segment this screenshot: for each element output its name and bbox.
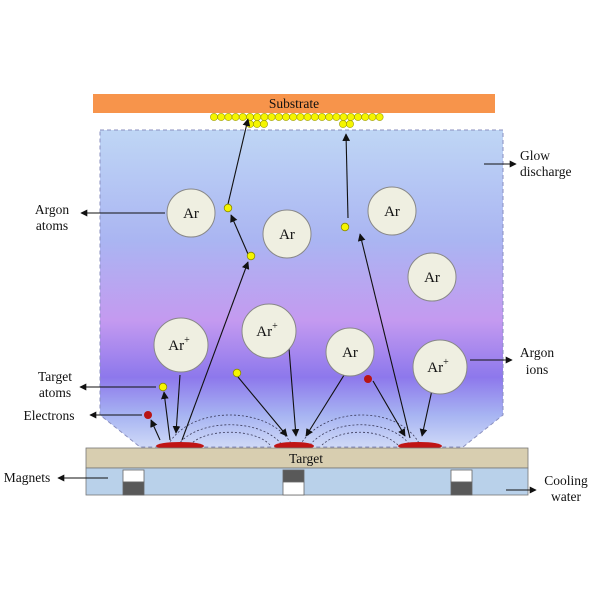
deposited-atom (260, 120, 268, 128)
substrate-label: Substrate (269, 96, 319, 111)
deposited-atoms (210, 113, 384, 128)
electrons-label: Electrons (24, 408, 75, 423)
svg-text:Ar+: Ar+ (168, 335, 190, 354)
electrons (144, 375, 372, 419)
particle-trajectories (150, 118, 433, 441)
svg-text:Ar: Ar (279, 227, 295, 243)
deposited-atom (296, 113, 305, 121)
argon-atom: Ar (407, 252, 457, 302)
deposited-atom (231, 113, 240, 121)
label-arrows (57, 160, 537, 494)
deposited-atom (253, 113, 262, 121)
argon-atom: Ar (325, 327, 375, 377)
deposited-atom (267, 113, 276, 121)
deposited-atom (274, 113, 283, 121)
deposited-atom (339, 120, 347, 128)
deposited-atom (210, 113, 218, 121)
deposited-atom (303, 113, 312, 121)
deposited-atom (289, 113, 298, 121)
deposited-atom (325, 113, 334, 121)
svg-text:Ar: Ar (183, 206, 199, 222)
svg-text:Ar: Ar (384, 204, 400, 220)
svg-text:Ar: Ar (342, 345, 358, 361)
deposited-atom (346, 120, 354, 128)
target-atoms (158, 203, 350, 392)
deposited-atom (346, 113, 355, 121)
argon-atom: Ar (367, 186, 417, 236)
deposited-atom (332, 113, 341, 121)
deposited-atom (224, 113, 233, 121)
argon-ion: Ar+ (241, 303, 297, 359)
deposited-atom (260, 113, 269, 121)
deposited-atom (217, 113, 226, 121)
argon-atom: Ar (262, 209, 312, 259)
deposited-atom (310, 113, 319, 121)
magnets-label: Magnets (4, 470, 51, 485)
deposited-atom (282, 113, 290, 121)
svg-text:Ar: Ar (424, 270, 440, 286)
magnet-blocks (122, 469, 473, 496)
deposited-atom (361, 113, 370, 121)
deposited-atom (318, 113, 326, 121)
deposited-atom (238, 113, 247, 121)
deposited-atom (375, 113, 384, 121)
argon-ion: Ar+ (412, 339, 468, 395)
deposited-atom (368, 113, 377, 121)
target-label: Target (289, 451, 323, 466)
svg-text:Ar+: Ar+ (256, 321, 278, 340)
argon-ion: Ar+ (153, 317, 209, 373)
deposited-atom (253, 120, 261, 128)
substrate-plate (93, 94, 495, 113)
deposited-atom (354, 113, 362, 121)
deposited-atom (339, 113, 348, 121)
svg-text:Ar+: Ar+ (427, 357, 449, 376)
argon-atom: Ar (166, 188, 216, 238)
